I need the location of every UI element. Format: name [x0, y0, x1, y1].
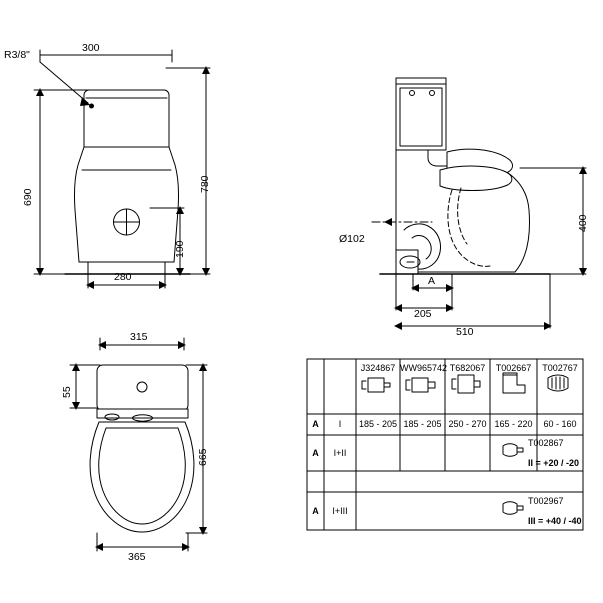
dim-label-A: A: [428, 275, 436, 287]
table-row1-value-4: 165 - 220: [494, 419, 533, 429]
table-row1-value-1: 185 - 205: [358, 419, 398, 429]
dim-label-315: 315: [130, 331, 148, 343]
dim-label-190: 190: [174, 240, 186, 258]
table-row2-note: II = +20 / -20: [528, 458, 580, 468]
table-header-J324867: J324867: [360, 363, 396, 373]
table-row2-label-part: I+II: [333, 448, 347, 458]
dim-label-r38: R3/8": [4, 49, 30, 61]
table-row1-value-5: 60 - 160: [543, 419, 577, 429]
table-row3-label-a: A: [312, 506, 319, 516]
dim-label-205: 205: [414, 308, 432, 320]
dim-label-665: 665: [197, 448, 209, 466]
dim-label-diameter-102: Ø102: [339, 233, 365, 245]
table-row1-value-3: 250 - 270: [448, 419, 487, 429]
table-row2-label-a: A: [312, 448, 319, 458]
dim-label-55: 55: [61, 386, 73, 398]
table-row1-label-a: A: [312, 419, 319, 429]
dim-label-690: 690: [22, 188, 34, 206]
table-row3-code: T002967: [528, 496, 564, 506]
dim-label-400: 400: [577, 214, 589, 232]
dim-label-510: 510: [456, 326, 474, 338]
dim-label-365: 365: [128, 551, 146, 563]
dim-label-280: 280: [114, 271, 132, 283]
table-header-T002767: T002767: [542, 363, 578, 373]
table-header-WW965742: WW965742: [400, 363, 448, 373]
table-row3-note: III = +40 / -40: [528, 516, 582, 526]
table-row1-value-2: 185 - 205: [403, 419, 442, 429]
dim-label-780: 780: [199, 175, 211, 193]
table-row1-label-part: I: [338, 419, 342, 429]
dim-label-300: 300: [82, 42, 100, 54]
table-header-T682067: T682067: [449, 363, 486, 373]
table-header-T002667: T002667: [495, 363, 532, 373]
table-row2-code: T002867: [528, 438, 564, 448]
table-row3-label-part: I+III: [332, 506, 348, 516]
